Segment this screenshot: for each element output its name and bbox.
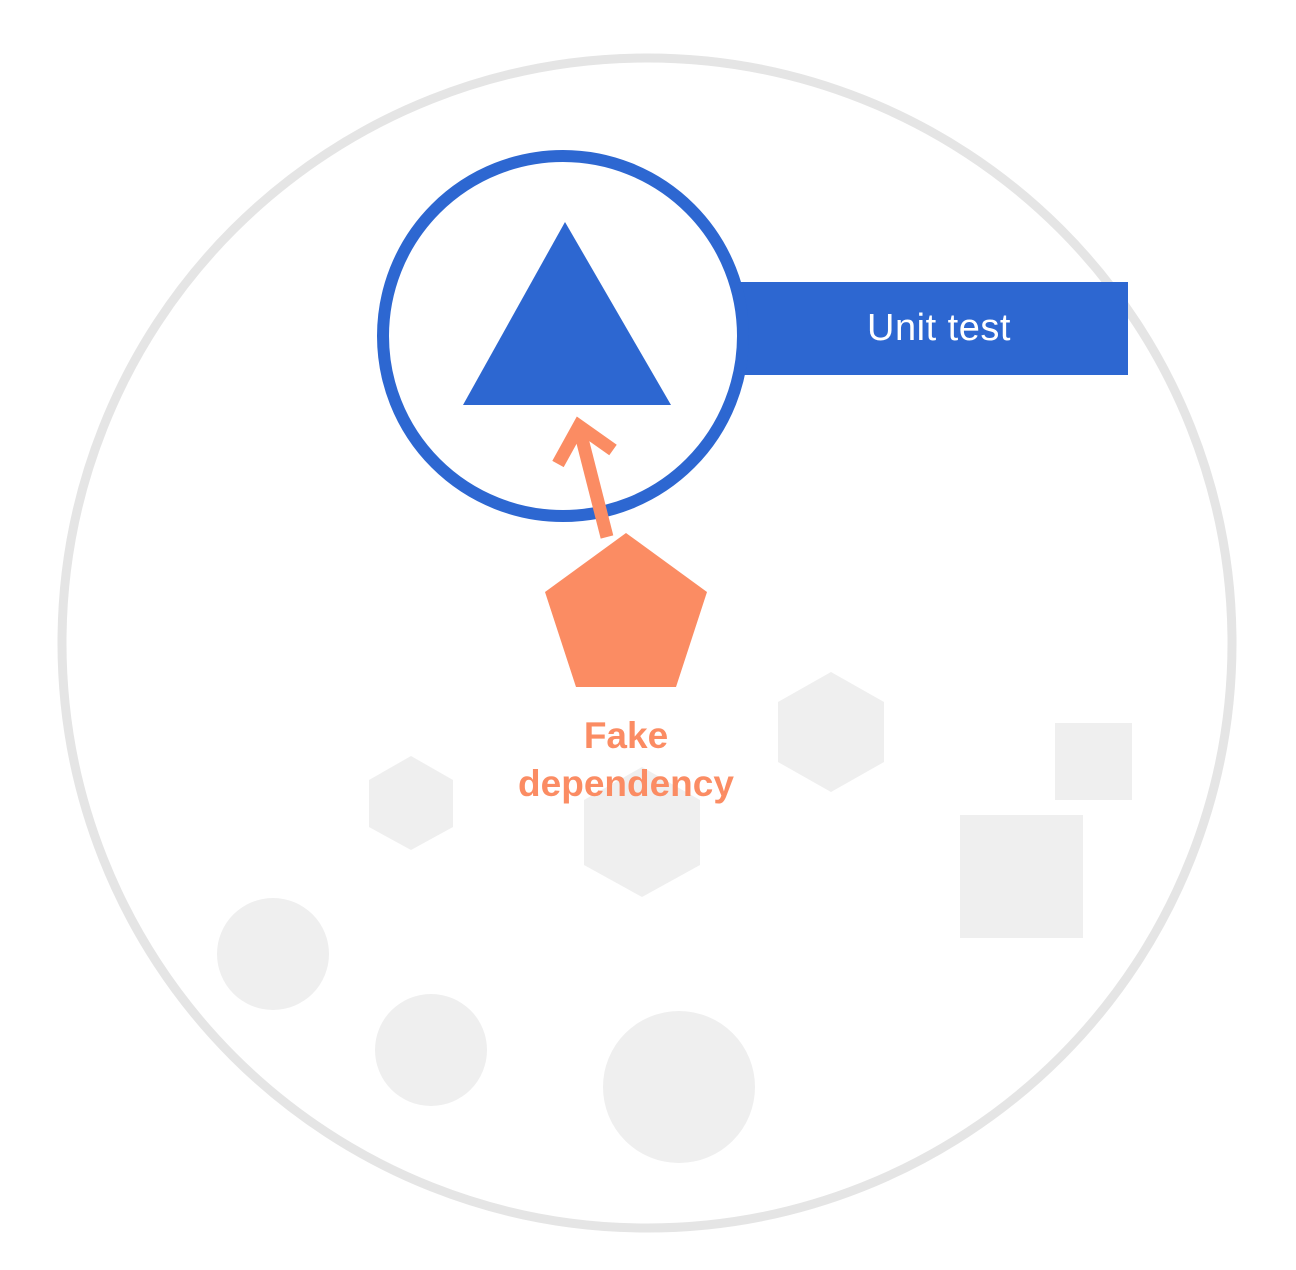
unit-test-label: Unit test bbox=[867, 307, 1011, 349]
background-shape-square bbox=[1055, 723, 1132, 800]
dependency-arrow-head bbox=[552, 416, 617, 468]
background-shape-circle bbox=[603, 1011, 755, 1163]
fake-dependency-label: Fake dependency bbox=[518, 715, 734, 804]
background-shape-circle bbox=[375, 994, 487, 1106]
dependency-arrow-shaft bbox=[572, 425, 614, 539]
background-shape-square bbox=[960, 815, 1083, 938]
fake-dependency-pentagon bbox=[545, 533, 707, 687]
unit-test-banner bbox=[700, 282, 1128, 375]
unit-under-test-triangle bbox=[463, 222, 671, 405]
background-shape-circle bbox=[217, 898, 329, 1010]
dependency-arrow bbox=[552, 416, 617, 539]
system-boundary-circle bbox=[57, 53, 1237, 1233]
background-shape-hexagon bbox=[584, 767, 700, 897]
background-shape-hexagon bbox=[369, 756, 453, 850]
background-shapes-group bbox=[217, 672, 1132, 1163]
background-shape-hexagon bbox=[778, 672, 884, 792]
